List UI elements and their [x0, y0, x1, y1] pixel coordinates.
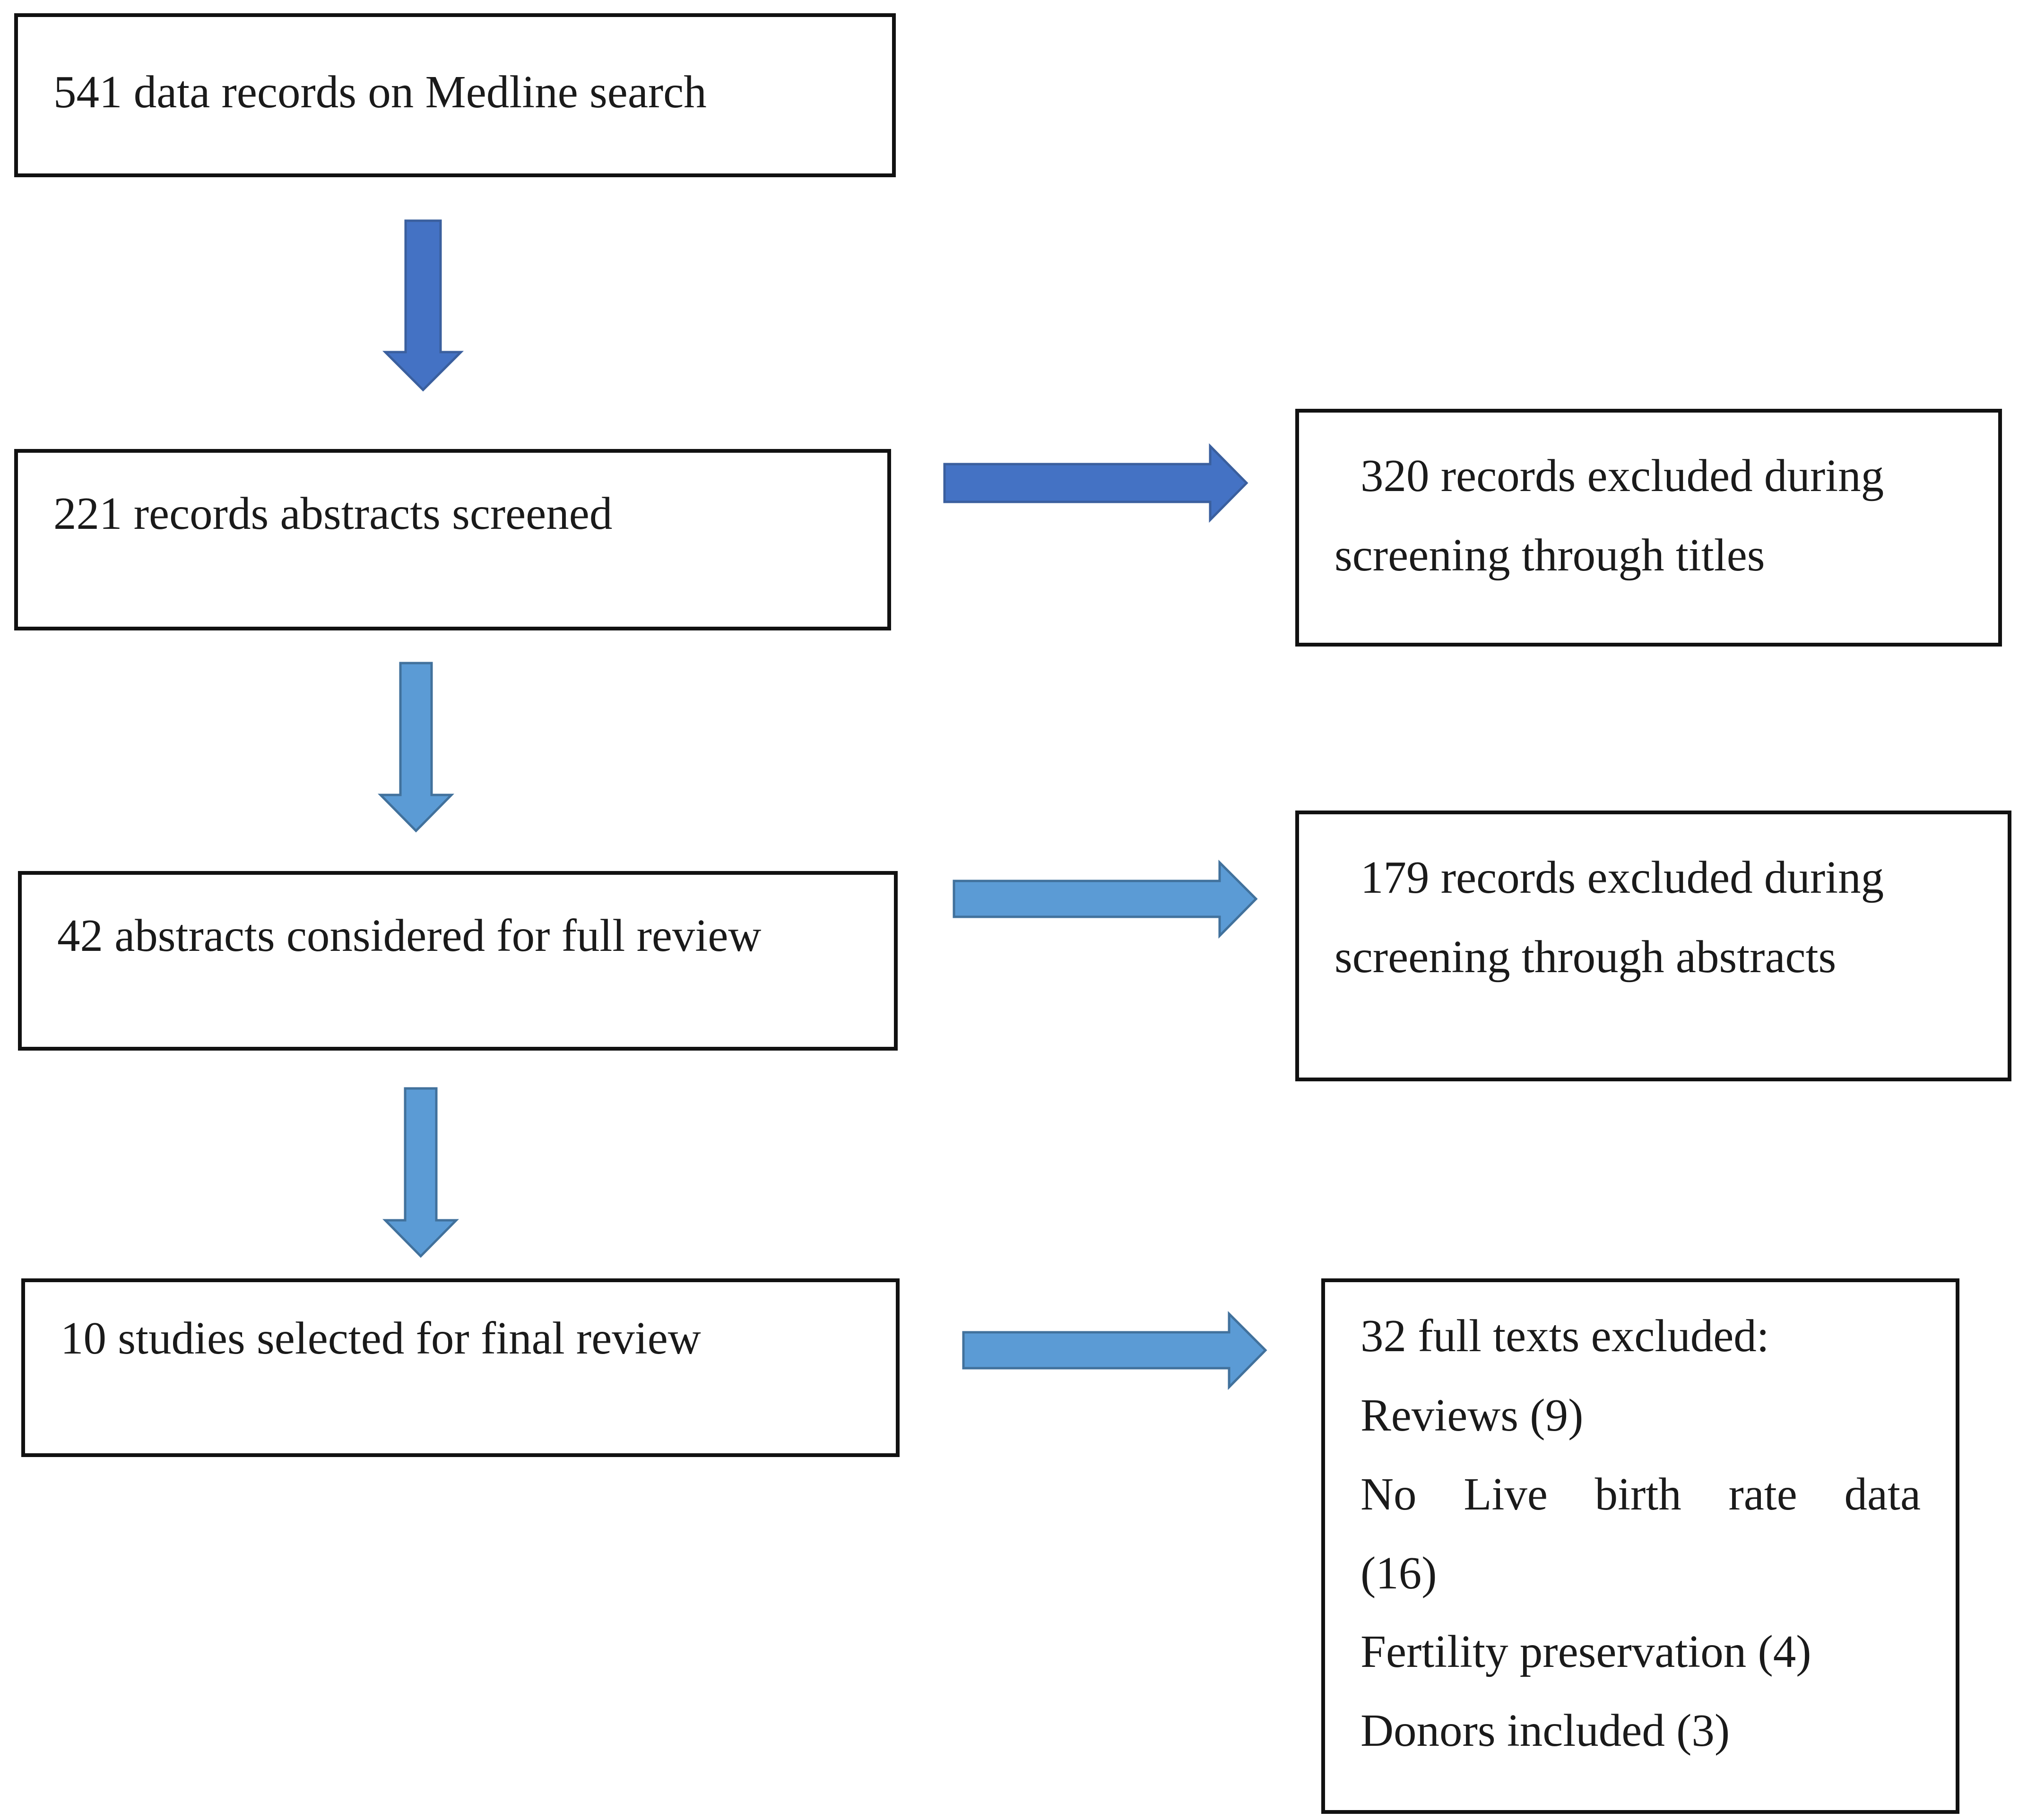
- full-texts-exclusion-box: 32 full texts excluded: Reviews (9) No L…: [1321, 1278, 1959, 1814]
- down-arrow-1-shape: [382, 219, 464, 392]
- right-arrow-3: [962, 1311, 1267, 1390]
- abstracts-screened-box: 221 records abstracts screened: [14, 449, 891, 630]
- down-arrow-2-shape: [378, 662, 454, 833]
- search-records-text: 541 data records on Medline search: [53, 67, 707, 117]
- final-review-box: 10 studies selected for final review: [21, 1278, 900, 1457]
- abstracts-exclusion-line2: screening through abstracts: [1334, 932, 1837, 982]
- titles-exclusion-line2: screening through titles: [1334, 530, 1765, 580]
- full-texts-exclusion-heading: 32 full texts excluded:: [1360, 1311, 1769, 1361]
- full-review-text: 42 abstracts considered for full review: [57, 910, 762, 961]
- right-arrow-2-shape: [953, 859, 1258, 939]
- down-arrow-3-shape: [382, 1087, 459, 1258]
- right-arrow-1: [943, 443, 1248, 523]
- right-arrow-2: [953, 859, 1258, 939]
- right-arrow-1-shape: [943, 443, 1248, 523]
- final-review-text: 10 studies selected for final review: [61, 1313, 701, 1363]
- down-arrow-2: [378, 662, 454, 833]
- abstracts-exclusion-box: 179 records excluded during screening th…: [1295, 811, 2011, 1081]
- search-records-box: 541 data records on Medline search: [14, 13, 896, 177]
- full-review-box: 42 abstracts considered for full review: [18, 871, 898, 1051]
- exclusion-reason-fertility-preservation: Fertility preservation (4): [1360, 1626, 1811, 1677]
- down-arrow-3: [382, 1087, 459, 1258]
- abstracts-exclusion-line1: 179 records excluded during: [1360, 852, 1884, 903]
- exclusion-reason-no-live-birth: No Live birth rate data: [1360, 1469, 1921, 1519]
- exclusion-reason-donors: Donors included (3): [1360, 1705, 1730, 1756]
- titles-exclusion-box: 320 records excluded during screening th…: [1295, 409, 2002, 647]
- titles-exclusion-line1: 320 records excluded during: [1360, 450, 1884, 501]
- down-arrow-1: [382, 219, 464, 392]
- abstracts-screened-text: 221 records abstracts screened: [53, 488, 613, 539]
- exclusion-reason-no-live-birth-count: (16): [1360, 1548, 1437, 1598]
- right-arrow-3-shape: [962, 1311, 1267, 1390]
- exclusion-reason-reviews: Reviews (9): [1360, 1390, 1584, 1440]
